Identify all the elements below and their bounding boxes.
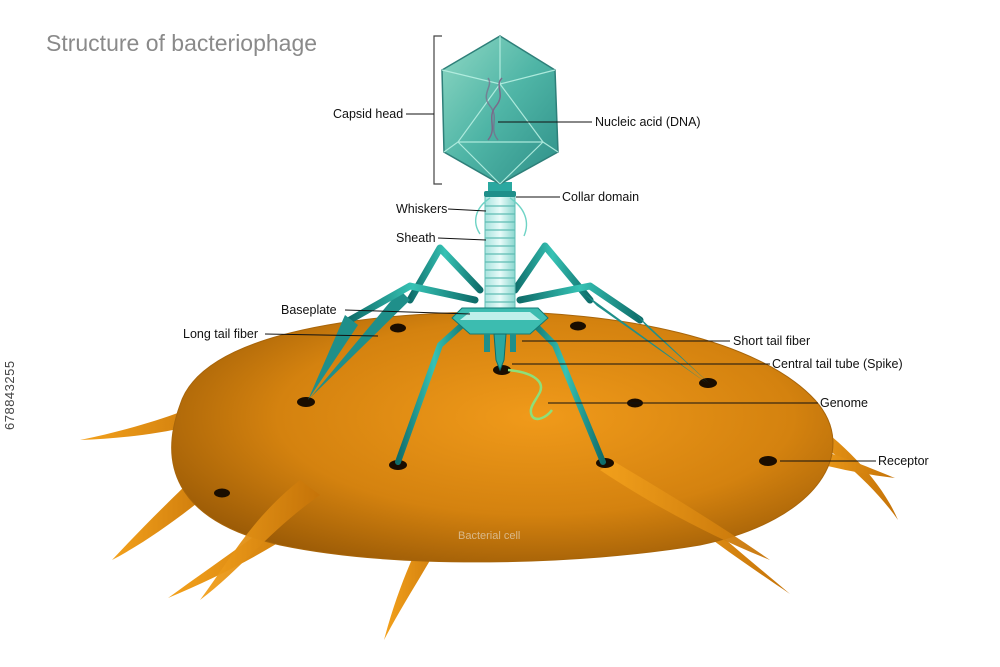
side-image-id: 678843255: [2, 360, 17, 430]
sheath: [484, 195, 516, 309]
dna-helix: [487, 77, 503, 141]
central-tail-tube: [493, 333, 507, 372]
receptor-dot: [297, 397, 315, 407]
receptor-dot: [493, 365, 511, 375]
genome-strand: [507, 368, 553, 421]
pilus: [600, 462, 770, 560]
label-sheath: Sheath: [396, 231, 436, 245]
label-nucleic-acid: Nucleic acid (DNA): [595, 115, 701, 129]
receptor-dot: [570, 321, 586, 331]
receptor-dot: [390, 323, 406, 333]
receptor-dot: [389, 460, 407, 470]
label-capsid-head: Capsid head: [333, 107, 404, 121]
label-receptor: Receptor: [878, 454, 929, 468]
label-genome: Genome: [820, 396, 868, 410]
leader-lines: [264, 113, 876, 462]
label-long-tail-fiber: Long tail fiber: [183, 327, 259, 341]
label-whiskers: Whiskers: [396, 202, 448, 216]
pilus: [200, 480, 320, 600]
label-short-tail-fiber: Short tail fiber: [733, 334, 811, 348]
receptor-dot: [214, 488, 230, 498]
label-central-tail-tube: Central tail tube (Spike): [772, 357, 903, 371]
whiskers: [474, 197, 528, 237]
baseplate: [451, 307, 549, 335]
cell-pili-front: [200, 462, 770, 600]
page-title: Structure of bacteriophage: [46, 30, 318, 56]
label-baseplate: Baseplate: [281, 303, 337, 317]
receptor-dot: [699, 378, 717, 388]
label-collar-domain: Collar domain: [562, 190, 640, 204]
capsid-bracket: [433, 35, 442, 185]
collar-domain: [484, 182, 516, 197]
label-bacterial-cell: Bacterial cell: [458, 530, 521, 542]
capsid-head: [441, 35, 559, 185]
receptor-dot: [759, 456, 777, 466]
short-tail-fibers: [484, 334, 516, 352]
